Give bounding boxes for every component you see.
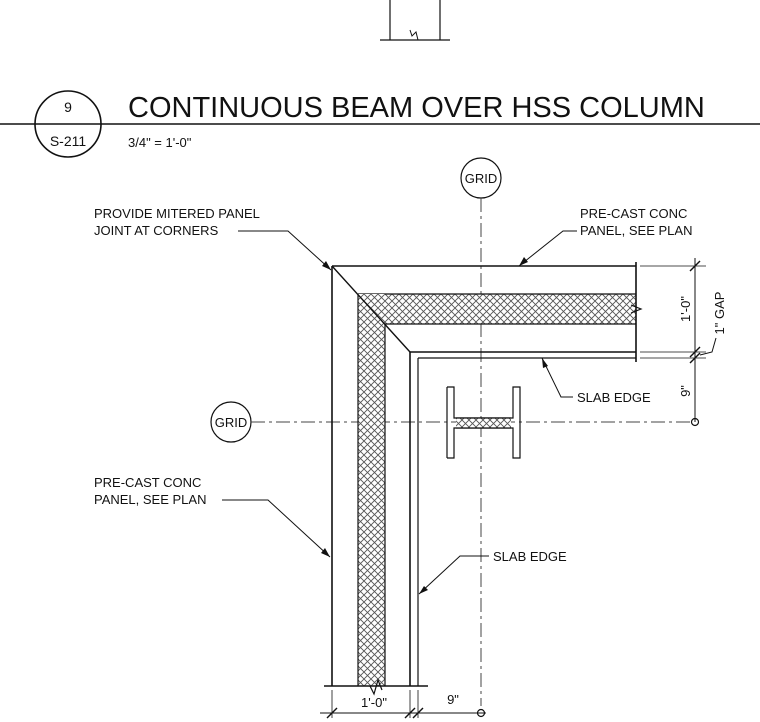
svg-text:GRID: GRID <box>215 415 248 430</box>
precast-panel-horizontal <box>358 293 636 325</box>
detail-number: 9 <box>64 99 72 115</box>
svg-text:1'-0": 1'-0" <box>678 296 693 322</box>
svg-text:GRID: GRID <box>465 171 498 186</box>
svg-text:9": 9" <box>678 385 693 397</box>
svg-text:PRE-CAST CONC: PRE-CAST CONC <box>94 475 201 490</box>
svg-text:PANEL, SEE PLAN: PANEL, SEE PLAN <box>94 492 206 507</box>
svg-text:SLAB EDGE: SLAB EDGE <box>493 549 567 564</box>
break-line-bottom <box>324 678 428 696</box>
panel-outline <box>331 265 636 686</box>
callout-precast-top: PRE-CAST CONC PANEL, SEE PLAN <box>518 206 692 267</box>
callout-slab-edge-bottom: SLAB EDGE <box>418 549 567 595</box>
callout-slab-edge-right: SLAB EDGE <box>541 357 651 405</box>
column-above-fragment <box>380 0 450 41</box>
grid-vertical: GRID <box>460 157 502 706</box>
svg-text:PROVIDE MITERED PANEL: PROVIDE MITERED PANEL <box>94 206 260 221</box>
break-line-right <box>630 262 643 362</box>
svg-text:PANEL, SEE PLAN: PANEL, SEE PLAN <box>580 223 692 238</box>
dimension-right: 1'-0" 9" 1" GAP <box>640 258 727 427</box>
sheet-number: S-211 <box>50 133 87 149</box>
svg-text:SLAB EDGE: SLAB EDGE <box>577 390 651 405</box>
detail-title: CONTINUOUS BEAM OVER HSS COLUMN <box>128 92 705 124</box>
svg-text:9": 9" <box>447 692 459 707</box>
svg-text:1" GAP: 1" GAP <box>712 292 727 335</box>
callout-mitered-joint: PROVIDE MITERED PANEL JOINT AT CORNERS <box>94 206 332 271</box>
svg-text:1'-0": 1'-0" <box>361 695 387 710</box>
svg-text:PRE-CAST CONC: PRE-CAST CONC <box>580 206 687 221</box>
grid-horizontal: GRID <box>210 401 690 443</box>
dimension-bottom: 1'-0" 9" <box>320 690 486 719</box>
callout-precast-left: PRE-CAST CONC PANEL, SEE PLAN <box>94 475 331 558</box>
detail-scale: 3/4" = 1'-0" <box>128 135 192 150</box>
slab-edge-lines <box>417 357 636 686</box>
column-section <box>446 386 521 459</box>
precast-panel-vertical <box>357 294 386 686</box>
detail-tag: 9 S-211 <box>34 90 102 158</box>
svg-text:JOINT AT CORNERS: JOINT AT CORNERS <box>94 223 219 238</box>
